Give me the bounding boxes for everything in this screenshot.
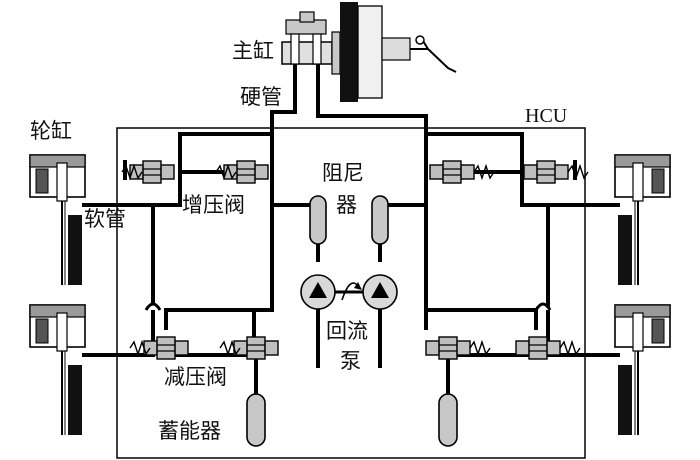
inlet-valve-right-2	[523, 160, 569, 184]
label-wheel-cylinder: 轮缸	[30, 119, 72, 143]
label-damper-1: 阻尼	[322, 161, 364, 185]
label-master-cylinder: 主缸	[232, 39, 274, 63]
label-outlet-valve: 减压阀	[164, 365, 227, 389]
wheel-cylinder-rear-left	[29, 304, 86, 436]
return-pump-left	[300, 274, 336, 310]
hcu-box	[116, 127, 586, 459]
label-accumulator: 蓄能器	[158, 419, 221, 443]
accumulator-left	[246, 393, 266, 447]
label-inlet-valve: 增压阀	[182, 193, 245, 217]
master-cylinder-unit	[281, 2, 457, 102]
label-return-pump-2: 泵	[340, 349, 361, 373]
label-hose: 软管	[84, 207, 126, 231]
wheel-cylinder-rear-right	[614, 304, 671, 436]
damper-right	[371, 195, 389, 245]
wheel-cylinder-front-left	[29, 154, 86, 286]
pump-shaft	[335, 282, 363, 301]
label-rigid-pipe: 硬管	[240, 85, 282, 109]
wheel-cylinder-front-right	[614, 154, 671, 286]
label-return-pump-1: 回流	[326, 319, 368, 343]
inlet-valve-right-1	[429, 160, 475, 184]
label-hcu: HCU	[525, 105, 568, 127]
damper-left	[309, 195, 327, 245]
label-damper-2: 器	[336, 193, 357, 217]
return-pump-right	[362, 274, 398, 310]
accumulator-right	[438, 393, 458, 447]
